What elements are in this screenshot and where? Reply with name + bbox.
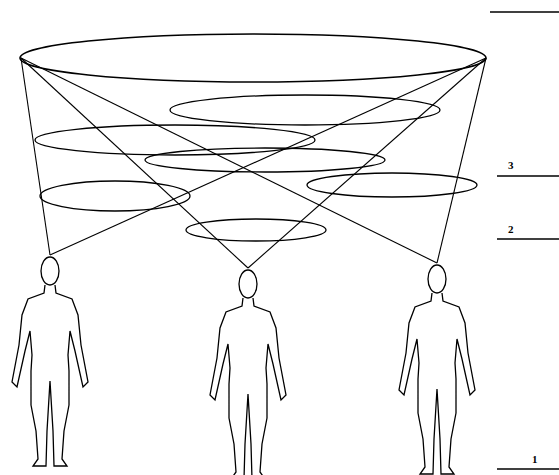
human-outline bbox=[210, 298, 286, 475]
sight-ellipses bbox=[20, 34, 486, 241]
human-outline bbox=[12, 285, 88, 466]
human-head bbox=[239, 270, 257, 298]
human-head bbox=[41, 257, 59, 285]
human-figures bbox=[12, 257, 475, 475]
callout-number: 1 bbox=[531, 454, 539, 465]
callout-number: 2 bbox=[507, 224, 515, 235]
human-head bbox=[428, 265, 446, 293]
human-outline bbox=[399, 293, 475, 474]
level-lines bbox=[490, 12, 559, 469]
sight-lines bbox=[21, 58, 486, 268]
callout-number: 3 bbox=[507, 160, 515, 171]
